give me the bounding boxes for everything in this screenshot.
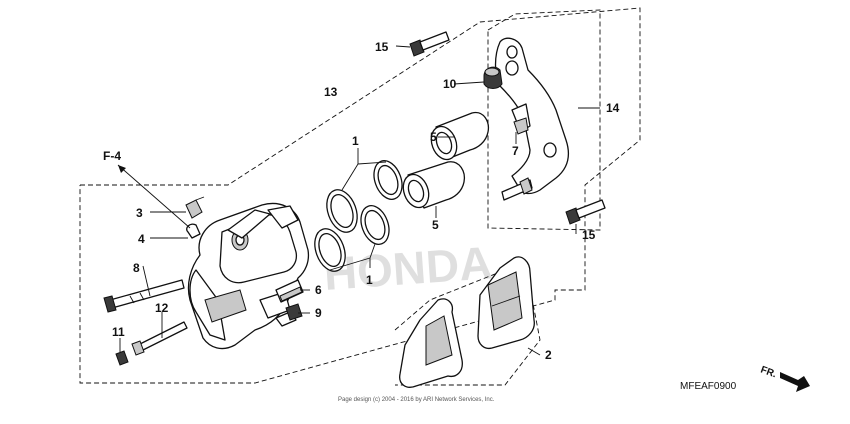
retainer-clip [511,103,531,135]
reference-f4: F-4 [103,149,121,163]
pad-bolt [275,303,303,327]
callout-15-bottom: 15 [582,228,596,242]
bracket-boundary [487,9,601,231]
brake-pads [399,256,535,388]
svg-text:FR.: FR. [759,364,778,380]
callout-5-bottom: 5 [432,218,439,232]
front-direction-arrow: FR. [759,364,810,392]
svg-text:HONDA: HONDA [322,236,494,300]
diagram-code: MFEAF0900 [680,381,737,392]
caliper-bracket [494,37,570,201]
callout-5-top: 5 [430,130,437,144]
callout-10: 10 [443,77,457,91]
caliper-body [187,202,310,350]
callout-4: 4 [138,232,145,246]
callout-1-top: 1 [352,134,359,148]
leader-lines [117,45,600,356]
callout-13: 13 [324,85,338,99]
callout-14: 14 [606,101,620,115]
pad-spring [275,279,304,303]
caliper-assembly-boundary [79,7,641,384]
callout-7: 7 [512,144,519,158]
callout-11: 11 [112,325,125,339]
callout-15-top: 15 [375,40,389,54]
callout-9: 9 [315,306,322,320]
bracket-bolt-top [409,31,450,57]
callout-3: 3 [136,206,143,220]
pistons [402,111,490,209]
rubber-boot [483,66,503,89]
copyright-notice: Page design (c) 2004 - 2016 by ARI Netwo… [338,397,495,403]
bleeder-valve [185,196,205,239]
callout-6: 6 [315,283,322,297]
callout-labels: 15 10 13 14 5 1 7 F-4 3 5 15 4 8 1 6 12 … [103,40,737,403]
callout-8: 8 [133,261,140,275]
bracket-bolt-bottom [565,199,606,225]
callout-12: 12 [155,301,169,315]
callout-2: 2 [545,348,552,362]
slide-pins [103,279,188,366]
piston-seals [314,160,403,272]
honda-watermark: HONDA [322,236,494,300]
callout-1-bottom: 1 [366,273,373,287]
